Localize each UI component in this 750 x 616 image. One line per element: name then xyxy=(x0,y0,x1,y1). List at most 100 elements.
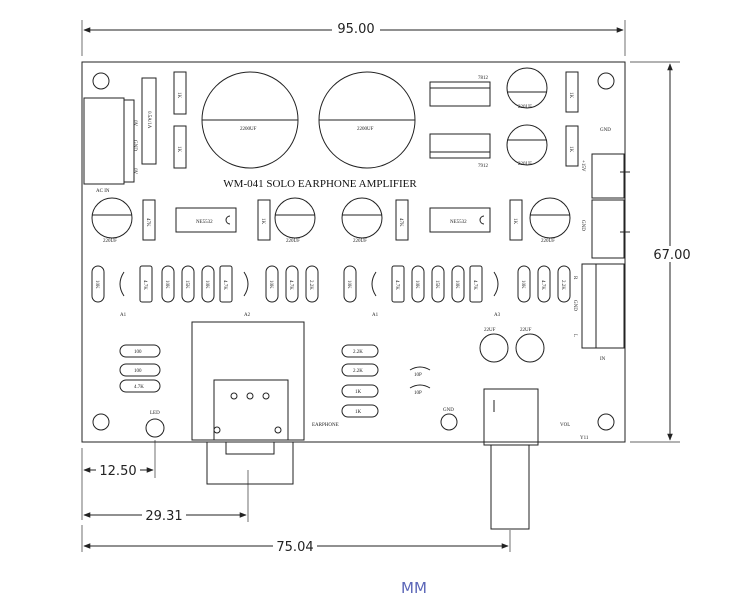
svg-text:2.2K: 2.2K xyxy=(308,280,313,290)
svg-text:10K: 10K xyxy=(204,280,209,289)
svg-text:4.7K: 4.7K xyxy=(472,280,477,290)
svg-text:IN: IN xyxy=(600,357,606,362)
svg-text:100: 100 xyxy=(134,350,142,355)
led: LED xyxy=(145,411,165,438)
svg-text:47K: 47K xyxy=(145,218,150,227)
svg-text:10K: 10K xyxy=(268,280,273,289)
svg-text:GND: GND xyxy=(443,408,454,413)
board-title: WM-041 SOLO EARPHONE AMPLIFIER xyxy=(223,178,417,190)
svg-text:2.2K: 2.2K xyxy=(353,369,363,374)
svg-text:1K: 1K xyxy=(176,146,181,153)
dim-label-led: 12.50 xyxy=(99,464,136,479)
resistors-mid-column: 2.2K 2.2K 1K 1K xyxy=(341,344,379,418)
resistors-top-left: 1K 1K xyxy=(173,71,187,169)
svg-text:47K: 47K xyxy=(398,218,403,227)
svg-text:Y11: Y11 xyxy=(580,436,589,441)
units-label: MM xyxy=(401,579,427,597)
svg-text:15K: 15K xyxy=(434,280,439,289)
ac-pin-3: 0V xyxy=(132,168,137,175)
earphone-jack: EARPHONE xyxy=(191,321,339,485)
svg-text:10K: 10K xyxy=(94,280,99,289)
svg-text:1K: 1K xyxy=(355,410,362,415)
input-connector: GND R L IN xyxy=(572,263,625,362)
svg-text:4.7K: 4.7K xyxy=(288,280,293,290)
svg-text:GND: GND xyxy=(580,220,585,231)
svg-text:1K: 1K xyxy=(568,92,573,99)
svg-text:R: R xyxy=(572,276,577,280)
svg-text:NE5532: NE5532 xyxy=(196,220,213,225)
ac-pin-2: GND xyxy=(132,140,137,151)
svg-text:GND: GND xyxy=(600,128,611,133)
dimension-vol-offset: 75.04 xyxy=(81,525,511,555)
dim-label-vol: 75.04 xyxy=(276,540,313,555)
svg-text:220UF: 220UF xyxy=(353,239,367,244)
svg-text:10K: 10K xyxy=(346,280,351,289)
svg-text:+15V: +15V xyxy=(580,160,585,172)
dimension-top-width: 95.00 xyxy=(81,20,626,56)
svg-text:10K: 10K xyxy=(520,280,525,289)
resistor-row-left: 10K 4.7K 10K 15K 10K 4.7K 10K 4.7K 2.2K … xyxy=(91,265,319,318)
mounting-holes xyxy=(92,72,615,431)
reg-top-label: 7812 xyxy=(478,76,489,81)
svg-text:1K: 1K xyxy=(176,92,181,99)
big-filter-caps: 2200UF 2200UF xyxy=(201,71,416,169)
svg-text:10K: 10K xyxy=(454,280,459,289)
resistor-row-right: 10K 4.7K 10K 15K 10K 4.7K 10K 4.7K 2.2K … xyxy=(343,265,571,318)
middle-row-components: 220UF 47K NE5532 1K 220UF 220UF 47K NE55… xyxy=(91,197,571,244)
fuse-label: 0.5A/1A xyxy=(146,111,151,129)
svg-text:4.7K: 4.7K xyxy=(142,280,147,290)
caps-10p: 10P 10P xyxy=(409,366,431,396)
dimension-right-height: 67.00 xyxy=(630,61,694,443)
ic-left xyxy=(175,207,237,233)
svg-text:10K: 10K xyxy=(414,280,419,289)
cap-big-2-label: 2200UF xyxy=(357,127,374,132)
svg-text:10P: 10P xyxy=(414,373,422,378)
dimension-earphone-offset: 29.31 xyxy=(83,470,249,524)
svg-text:220UF: 220UF xyxy=(541,239,555,244)
svg-text:A1: A1 xyxy=(120,313,127,318)
svg-text:NE5532: NE5532 xyxy=(450,220,467,225)
pcb-board-outline xyxy=(81,61,626,443)
svg-text:A3: A3 xyxy=(494,313,501,318)
svg-text:22UF: 22UF xyxy=(484,328,496,333)
power-connector: GND +15V GND xyxy=(580,128,630,259)
svg-text:100: 100 xyxy=(134,369,142,374)
fuse: 0.5A/1A xyxy=(141,77,157,165)
earphone-label: EARPHONE xyxy=(312,423,339,428)
ac-pin-1: 0V xyxy=(132,120,137,127)
svg-text:VOL: VOL xyxy=(560,423,570,428)
svg-text:1K: 1K xyxy=(512,218,517,225)
svg-text:22UF: 22UF xyxy=(520,328,532,333)
dim-label-width: 95.00 xyxy=(337,22,374,37)
top-right-caps: 220UF 220UF 1K 1K xyxy=(506,67,579,167)
svg-text:1K: 1K xyxy=(568,146,573,153)
ic-right xyxy=(429,207,491,233)
svg-text:LED: LED xyxy=(150,411,160,416)
svg-text:10K: 10K xyxy=(164,280,169,289)
svg-text:1K: 1K xyxy=(355,390,362,395)
dim-label-height: 67.00 xyxy=(653,248,690,263)
gnd-pad: GND xyxy=(440,408,458,431)
svg-text:GND: GND xyxy=(572,300,577,311)
svg-text:4.7K: 4.7K xyxy=(394,280,399,290)
svg-text:A1: A1 xyxy=(372,313,379,318)
ac-in-label: AC IN xyxy=(96,189,110,194)
svg-text:L: L xyxy=(572,334,577,337)
svg-text:4.7K: 4.7K xyxy=(134,385,144,390)
svg-text:220UF: 220UF xyxy=(103,239,117,244)
svg-text:10P: 10P xyxy=(414,391,422,396)
svg-text:2.2K: 2.2K xyxy=(353,350,363,355)
svg-text:2.2K: 2.2K xyxy=(560,280,565,290)
reg-bot-label: 7912 xyxy=(478,164,489,169)
svg-text:4.7K: 4.7K xyxy=(540,280,545,290)
svg-text:15K: 15K xyxy=(184,280,189,289)
svg-text:220UF: 220UF xyxy=(518,162,532,167)
regulators: 7812 7912 xyxy=(429,76,491,169)
svg-text:220UF: 220UF xyxy=(286,239,300,244)
svg-text:1K: 1K xyxy=(260,218,265,225)
svg-text:A2: A2 xyxy=(244,313,251,318)
dim-label-earphone: 29.31 xyxy=(145,509,182,524)
svg-text:4.7K: 4.7K xyxy=(222,280,227,290)
svg-text:220UF: 220UF xyxy=(518,105,532,110)
